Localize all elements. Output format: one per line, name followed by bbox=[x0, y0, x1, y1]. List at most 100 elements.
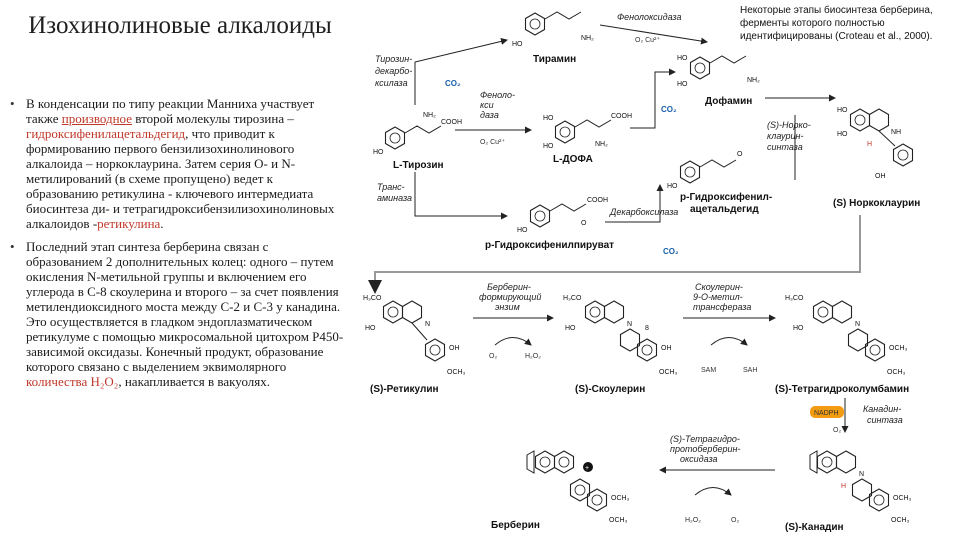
atom-label: HO bbox=[667, 183, 678, 190]
enzyme-somt-1: Скоулерин- bbox=[695, 282, 743, 292]
enzyme-ncs-2: клаурин- bbox=[767, 131, 804, 141]
enzyme-somt-2: 9-О-метил- bbox=[693, 292, 743, 302]
enzyme-stox-3: оксидаза bbox=[680, 454, 718, 464]
enzyme-bbe-3: энзим bbox=[495, 302, 520, 312]
cofactor-nadph: NADPH bbox=[814, 410, 839, 417]
tyrosine-structure: HO COOH NH₂ L-Тирозин bbox=[373, 112, 462, 171]
slide-title: Изохинолиновые алкалоиды bbox=[28, 12, 332, 39]
enzyme-tyr-decarb-3: ксилаза bbox=[375, 78, 408, 88]
ldopa-structure: HO HO COOH NH₂ L-ДОФА bbox=[543, 113, 632, 165]
atom-label: HO bbox=[365, 325, 376, 332]
enzyme-somt-3: трансфераза bbox=[693, 302, 751, 312]
label-hpp: р-Гидроксифенилпируват bbox=[485, 239, 614, 251]
atom-label: 8 bbox=[645, 325, 649, 332]
atom-label: HO bbox=[543, 115, 554, 122]
cofactor-o2: O₂ bbox=[833, 427, 841, 434]
highlight-reticuline: ретикулина bbox=[97, 216, 161, 231]
positive-charge-dot bbox=[583, 462, 593, 472]
atom-label: OCH₃ bbox=[887, 369, 906, 376]
bullet-berberine: Последний этап синтеза берберина связан … bbox=[6, 239, 348, 389]
enzyme-phenoloxidase: Фенолоксидаза bbox=[617, 12, 682, 22]
label-hppa-2: ацетальдегид bbox=[690, 204, 759, 215]
atom-label: H bbox=[841, 483, 846, 490]
cofactor-o2cu: O₂ Cu²⁺ bbox=[480, 138, 505, 146]
atom-label: COOH bbox=[441, 119, 462, 126]
label-norcoclaurine: (S) Норкоклаурин bbox=[833, 198, 920, 209]
cofactor-co2: CO₂ bbox=[445, 79, 461, 88]
enzyme-phenoloxidase2-1: Феноло- bbox=[480, 90, 515, 100]
label-scoulerine: (S)-Скоулерин bbox=[575, 384, 645, 395]
atom-label: NH bbox=[891, 129, 901, 136]
label-reticuline: (S)-Ретикулин bbox=[370, 384, 439, 395]
atom-label: HO bbox=[837, 131, 848, 138]
atom-label: HO bbox=[793, 325, 804, 332]
left-text-panel: Изохинолиновые алкалоиды В конденсации п… bbox=[0, 0, 355, 540]
enzyme-bbe-2: формирующий bbox=[479, 292, 541, 302]
atom-label: HO bbox=[517, 227, 528, 234]
atom-label: OCH₃ bbox=[893, 495, 912, 502]
bullet-text: . bbox=[160, 216, 164, 231]
cofactor-sah: SAH bbox=[743, 367, 757, 374]
atom-label: H₃CO bbox=[785, 295, 804, 302]
atom-label: N bbox=[425, 321, 430, 328]
tyramine-structure: HO NH₂ Тирамин bbox=[512, 11, 594, 65]
atom-label: OH bbox=[661, 345, 672, 352]
atom-label: OCH₃ bbox=[447, 369, 466, 376]
label-dopamine: Дофамин bbox=[705, 95, 752, 107]
bullet-text: , накапливается в вакуолях. bbox=[118, 374, 271, 389]
highlight-derivative: производное bbox=[61, 111, 132, 126]
atom-label: OCH₃ bbox=[609, 517, 628, 524]
highlight-h2o2: количества H₂O₂ bbox=[26, 374, 119, 389]
bullet-text: второй молекулы тирозина – bbox=[132, 111, 294, 126]
atom-label: O bbox=[581, 220, 587, 227]
atom-label: N bbox=[859, 471, 864, 478]
enzyme-tyr-decarb-2: декарбо- bbox=[375, 66, 412, 76]
enzyme-phenoloxidase2-3: даза bbox=[480, 110, 499, 120]
atom-label: HO bbox=[677, 81, 688, 88]
tetrahydrocolumbamine-structure: H₃CO HO N OCH₃ OCH₃ (S)-Тетрагидроколумб… bbox=[775, 295, 909, 395]
dopamine-structure: HO HO NH₂ Дофамин bbox=[677, 55, 760, 107]
enzyme-canadine-1: Канадин- bbox=[863, 404, 901, 414]
atom-label: NH₂ bbox=[747, 77, 760, 84]
nadph-badge bbox=[810, 406, 844, 418]
atom-label: H bbox=[867, 141, 872, 148]
atom-label: HO bbox=[373, 149, 384, 156]
atom-label: NH₂ bbox=[423, 112, 436, 119]
cofactor-co2: CO₂ bbox=[661, 105, 677, 114]
atom-label: HO bbox=[677, 55, 688, 62]
atom-label: N bbox=[855, 321, 860, 328]
enzyme-phenoloxidase2-2: кси bbox=[480, 100, 494, 110]
atom-label: HO bbox=[837, 107, 848, 114]
atom-label: HO bbox=[565, 325, 576, 332]
atom-label: OH bbox=[875, 173, 886, 180]
hppa-structure: HO O р-Гидроксифенил- ацетальдегид bbox=[667, 151, 772, 215]
enzyme-decarboxylase: Декарбоксилаза bbox=[609, 207, 678, 217]
norcoclaurine-structure: HO HO NH H OH (S) Норкоклаурин bbox=[833, 107, 920, 209]
label-tetrahydrocolumbamine: (S)-Тетрагидроколумбамин bbox=[775, 383, 909, 395]
bullet-list: В конденсации по типу реакции Манниха уч… bbox=[6, 96, 348, 397]
reticuline-structure: H₃CO HO N OH OCH₃ (S)-Ретикулин bbox=[363, 295, 466, 395]
label-canadine: (S)-Канадин bbox=[785, 522, 844, 533]
enzyme-tyr-decarb-1: Тирозин- bbox=[375, 54, 412, 64]
enzyme-ncs-1: (S)-Норко- bbox=[767, 120, 811, 130]
atom-label: N bbox=[627, 321, 632, 328]
enzyme-bbe-1: Берберин- bbox=[487, 282, 531, 292]
positive-charge-label: + bbox=[585, 465, 589, 472]
atom-label: NH₂ bbox=[595, 141, 608, 148]
source-note: Некоторые этапы биосинтеза берберина, фе… bbox=[740, 5, 933, 42]
atom-label: H₃CO bbox=[363, 295, 382, 302]
bullet-text: В конденсации по типу реакции Манниха уч… bbox=[26, 96, 315, 126]
label-ldopa: L-ДОФА bbox=[553, 154, 593, 165]
cofactor-co2: CO₂ bbox=[663, 247, 679, 256]
highlight-aldehyde: гидроксифенилацетальдегид bbox=[26, 126, 186, 141]
atom-label: OH bbox=[449, 345, 460, 352]
label-berberine: Берберин bbox=[491, 519, 540, 531]
enzyme-stox-2: протоберберин- bbox=[670, 444, 740, 454]
cofactor-o2: O₂ bbox=[731, 517, 739, 524]
scoulerine-structure: H₃CO HO N 8 OH OCH₃ (S)-Скоулерин bbox=[563, 295, 678, 395]
enzyme-transaminase-2: аминаза bbox=[377, 193, 412, 203]
atom-label: HO bbox=[543, 143, 554, 150]
cofactor-h2o2: H₂O₂ bbox=[685, 517, 701, 524]
bullet-text: Последний этап синтеза берберина связан … bbox=[26, 239, 344, 374]
bullet-text: , что приводит к формированию первого бе… bbox=[26, 126, 335, 231]
